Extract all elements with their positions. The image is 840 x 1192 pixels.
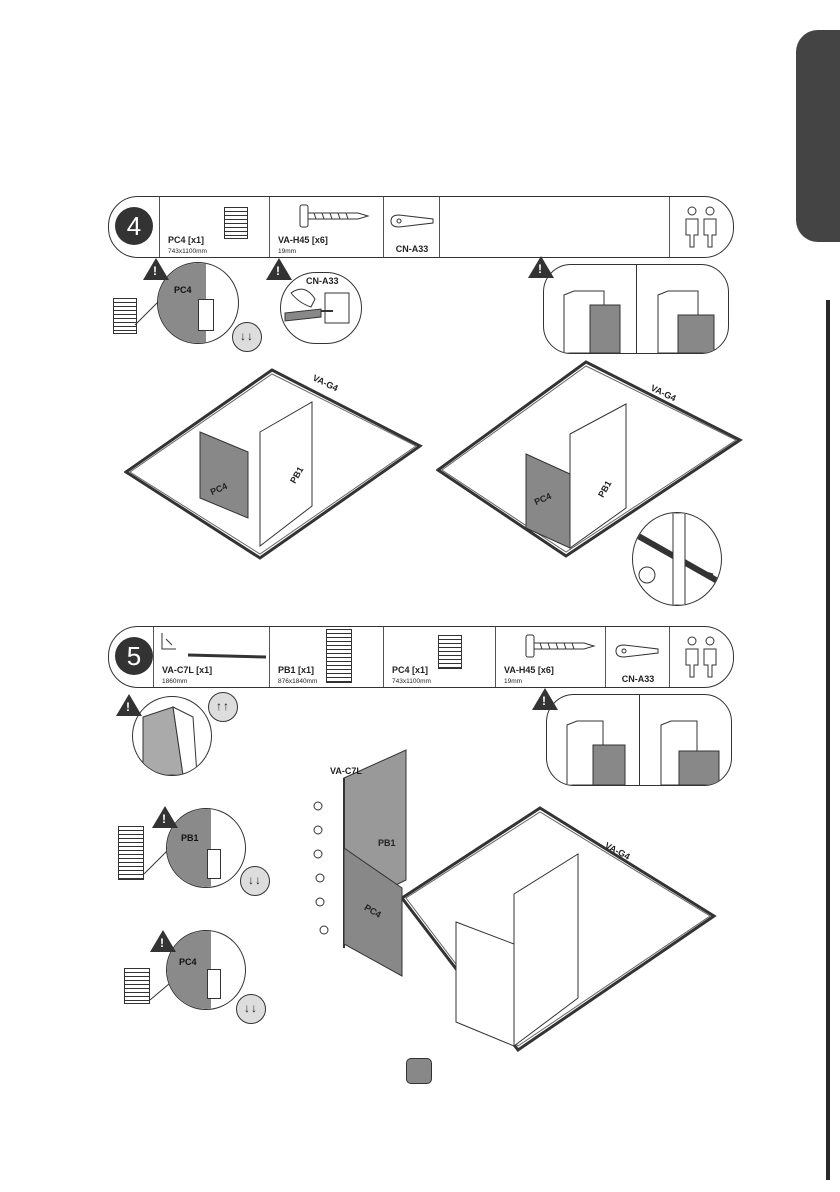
two-people-icon (680, 635, 724, 679)
part-code: VA-H45 [x6] (278, 235, 328, 245)
step5-part-screw: VA-H45 [x6] 19mm (495, 627, 606, 687)
pc4-label: PC4 (179, 957, 197, 967)
pb1-detail-circle: PB1 (166, 808, 246, 888)
section-tab (796, 30, 840, 242)
step5-part-clip: CN-A33 (605, 627, 670, 687)
pc4-label: PC4 (174, 285, 192, 295)
part-size: 1860mm (162, 678, 187, 685)
post-icon (158, 631, 268, 661)
part-size: 876x1840mm (278, 678, 317, 685)
step5-parts-bar: 5 VA-C7L [x1] 1860mm PB1 [x1] 876x1840mm… (108, 626, 734, 688)
step4-number: 4 (115, 207, 153, 245)
step4-part-screw: VA-H45 [x6] 19mm (269, 197, 384, 257)
warning-icon: ! (143, 258, 169, 280)
part-size: 19mm (504, 678, 522, 685)
clip-label: CN-A33 (306, 276, 339, 286)
panel-icon (326, 629, 352, 683)
warning-icon: ! (150, 930, 176, 952)
step5-part-pc4: PC4 [x1] 743x1100mm (383, 627, 496, 687)
panel-icon (438, 635, 462, 669)
step5-part-pb1: PB1 [x1] 876x1840mm (269, 627, 384, 687)
step4-assembly-left (124, 368, 444, 568)
warning-icon: ! (528, 256, 554, 278)
step4-part-pc4: PC4 [x1] 743x1100mm (159, 197, 270, 257)
panel-label: PB1 (378, 838, 396, 848)
rail-profile-detail (543, 264, 729, 354)
step5-number: 5 (115, 637, 153, 675)
two-people-cell (669, 627, 734, 687)
screw-detail-circle (632, 512, 722, 606)
part-code: CN-A33 (606, 674, 670, 684)
part-code: PC4 [x1] (168, 235, 204, 245)
up-arrows-icon: ↑↑ (208, 692, 238, 722)
part-code: CN-A33 (384, 244, 440, 254)
part-code: PB1 [x1] (278, 665, 314, 675)
post-detail-circle (132, 696, 212, 776)
panel-icon (224, 207, 248, 239)
part-code: VA-H45 [x6] (504, 665, 554, 675)
warning-icon: ! (532, 688, 558, 710)
down-arrows-icon: ↓↓ (232, 322, 262, 352)
pc4-detail-circle-5: PC4 (166, 930, 246, 1010)
down-arrows-icon: ↓↓ (236, 994, 266, 1024)
page-edge-line (826, 300, 830, 1180)
post-label: VA-C7L (330, 766, 362, 776)
warning-icon: ! (152, 806, 178, 828)
part-code: VA-C7L [x1] (162, 665, 212, 675)
empty-cell (439, 197, 670, 257)
warning-icon: ! (266, 258, 292, 280)
step4-part-clip: CN-A33 (383, 197, 440, 257)
pb1-label: PB1 (181, 833, 199, 843)
part-code: PC4 [x1] (392, 665, 428, 675)
two-people-cell (669, 197, 734, 257)
clip-icon (612, 641, 662, 661)
step4-parts-bar: 4 PC4 [x1] 743x1100mm VA-H45 [x6] 19mm C… (108, 196, 734, 258)
step5-part-post: VA-C7L [x1] 1860mm (153, 627, 270, 687)
part-size: 19mm (278, 248, 296, 255)
screw-icon (298, 201, 378, 231)
page-number-badge (406, 1058, 432, 1084)
screw-icon (524, 631, 604, 661)
clip-icon (387, 211, 437, 231)
down-arrows-icon: ↓↓ (240, 866, 270, 896)
part-size: 743x1100mm (168, 248, 207, 255)
part-size: 743x1100mm (392, 678, 431, 685)
two-people-icon (680, 205, 724, 249)
warning-icon: ! (116, 694, 142, 716)
pc4-detail-circle: PC4 (157, 262, 239, 344)
